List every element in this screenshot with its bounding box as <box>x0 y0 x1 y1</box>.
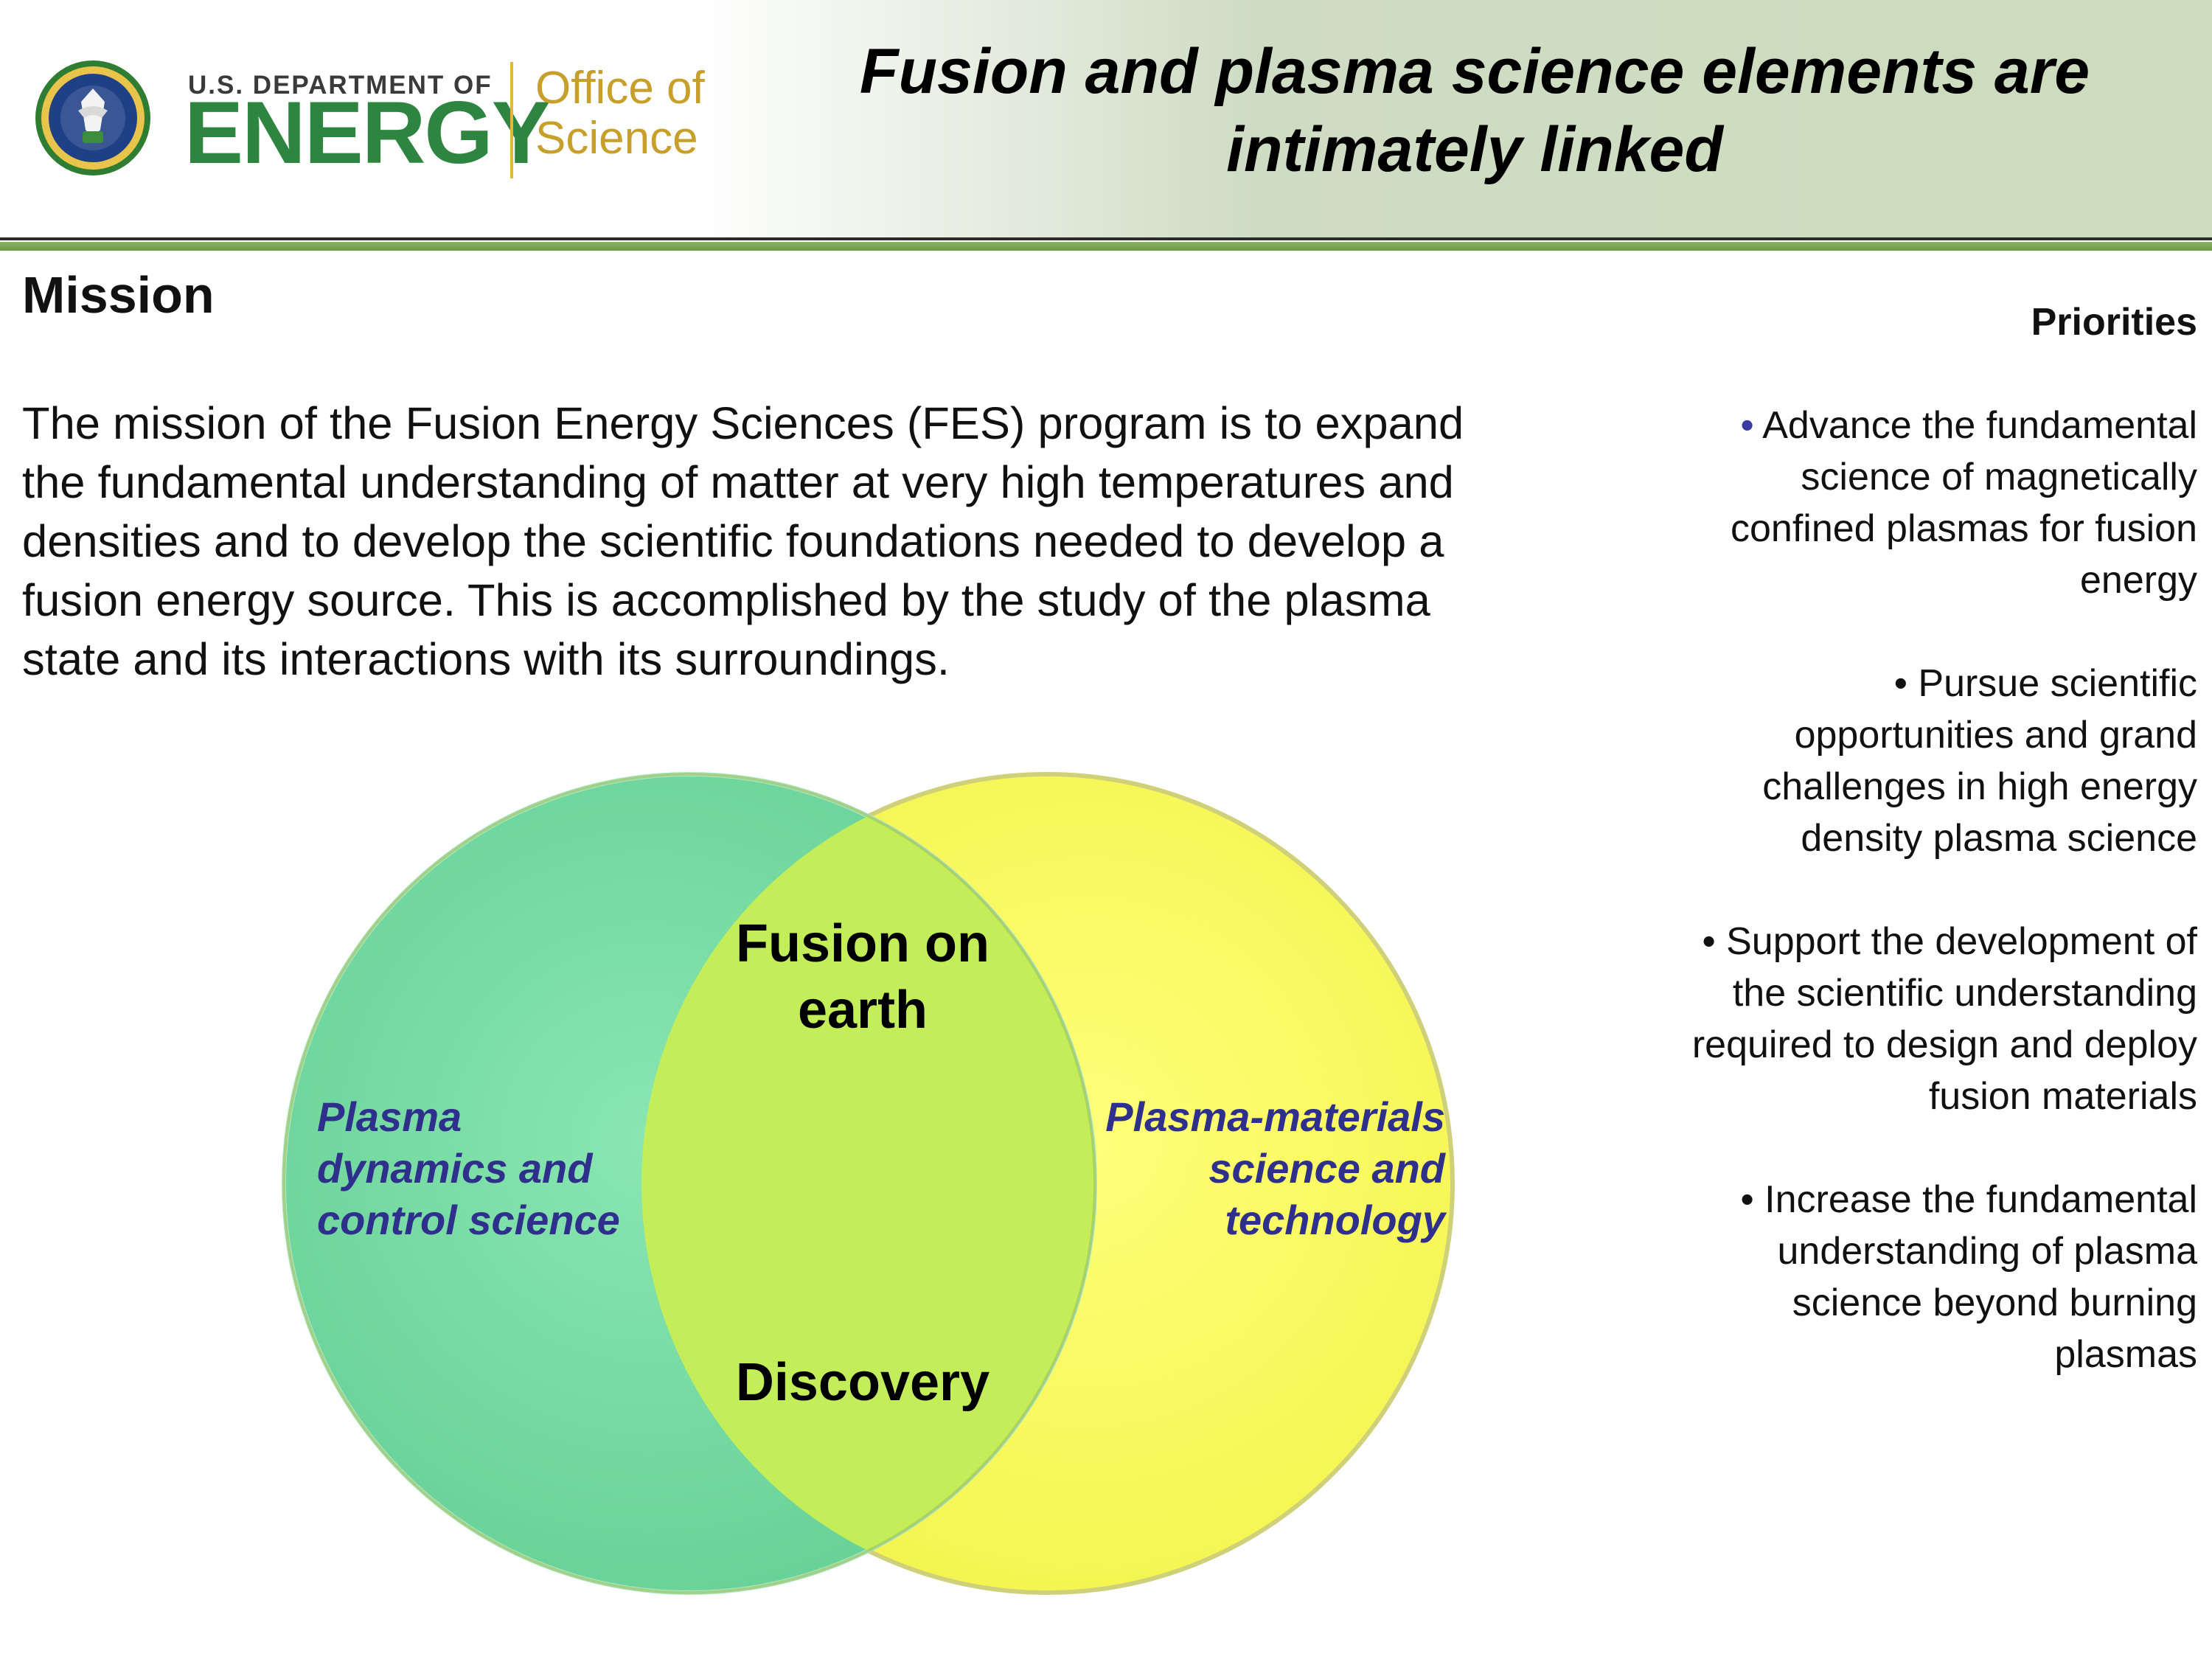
department-line: U.S. DEPARTMENT OF <box>188 71 493 100</box>
bullet-icon: • <box>1893 662 1907 705</box>
priority-text: Advance the fundamental science of magne… <box>1730 404 2197 602</box>
venn-overlap-bottom-label: Discovery <box>735 1353 990 1412</box>
priority-item: • Increase the fundamental understanding… <box>1666 1174 2198 1380</box>
mission-body: The mission of the Fusion Energy Science… <box>22 398 1464 685</box>
venn-svg <box>282 772 1455 1595</box>
venn-overlap-top-label: Fusion on earth <box>736 914 990 1040</box>
doe-seal-icon <box>35 60 150 175</box>
venn-left-label: Plasma dynamics and control science <box>317 1093 620 1243</box>
bullet-icon: • <box>1740 404 1754 447</box>
priority-item: • Advance the fundamental science of mag… <box>1666 400 2197 606</box>
header-banner <box>0 0 2212 237</box>
office-name: Office of Science <box>535 63 705 164</box>
venn-left-outline <box>282 773 1096 1594</box>
venn-diagram: Fusion on earth Discovery Plasma dynamic… <box>258 759 1482 1607</box>
priority-text: Pursue scientific opportunities and gran… <box>1762 662 2197 860</box>
venn-overlap <box>641 774 1095 1593</box>
priorities-panel: Priorities • Advance the fundamental sci… <box>1666 296 2197 1432</box>
venn-right-label: Plasma-materials science and technology <box>1105 1093 1445 1243</box>
slide-title: Fusion and plasma science elements are i… <box>859 36 2090 185</box>
priority-item: • Pursue scientific opportunities and gr… <box>1666 658 2197 864</box>
agency-name: ENERGY <box>184 83 551 182</box>
priorities-heading: Priorities <box>2031 301 2197 344</box>
header-divider <box>0 237 2212 251</box>
priority-text: Increase the fundamental understanding o… <box>1764 1178 2197 1376</box>
priority-text: Support the development of the scientifi… <box>1691 920 2197 1118</box>
mission-heading: Mission <box>22 266 215 324</box>
bullet-icon: • <box>1740 1178 1754 1221</box>
bullet-icon: • <box>1702 920 1716 963</box>
logo-divider <box>510 62 513 178</box>
doe-logo: U.S. DEPARTMENT OF ENERGY Office of Scie… <box>29 59 737 184</box>
priority-item: • Support the development of the scienti… <box>1666 916 2197 1122</box>
